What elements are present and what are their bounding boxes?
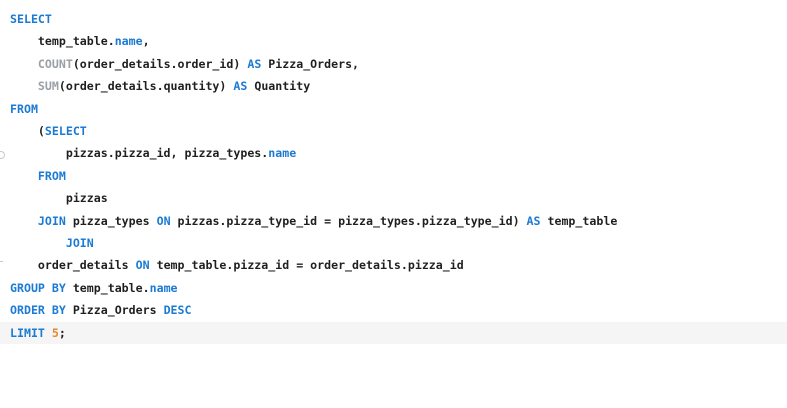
sql-text: pizzas [10, 191, 108, 206]
sql-keyword: name [149, 280, 178, 295]
sql-keyword: AS [526, 213, 541, 228]
code-line: temp_table.name, [10, 30, 150, 52]
code-line: ORDER BY Pizza_Orders DESC [10, 299, 192, 321]
sql-keyword: AS [233, 79, 248, 94]
sql-text [10, 169, 38, 183]
code-line: pizzas.pizza_id, pizza_types.name [10, 142, 296, 164]
sql-text: Pizza_Orders [65, 303, 164, 318]
sql-keyword: DESC [163, 303, 192, 318]
sql-text: ( [10, 124, 45, 138]
sql-keyword: SELECT [44, 124, 87, 138]
sql-keyword: ON [156, 213, 171, 228]
sql-text: temp_table. [10, 34, 115, 49]
sql-text: Pizza_Orders, [261, 56, 360, 71]
sql-keyword: AS [247, 56, 262, 71]
sql-text: temp_table. [65, 280, 150, 295]
code-line: JOIN [10, 232, 94, 254]
sql-number: 5 [51, 325, 59, 340]
sql-keyword: JOIN [65, 236, 94, 250]
sql-text: (order_details.quantity) [58, 79, 234, 94]
sql-keyword: JOIN [37, 213, 66, 228]
sql-text [45, 326, 52, 340]
sql-text: temp_table.pizza_id = order_details.pizz… [149, 258, 464, 273]
sql-text: pizzas.pizza_id, pizza_types. [10, 146, 269, 161]
fold-marker-icon[interactable] [0, 151, 5, 159]
sql-function: SUM [37, 79, 59, 94]
sql-text: ; [58, 325, 66, 340]
code-line: SUM(order_details.quantity) AS Quantity [10, 75, 310, 97]
sql-keyword: FROM [10, 101, 38, 116]
sql-keyword: name [268, 146, 297, 161]
code-line: FROM [10, 98, 38, 120]
code-line: JOIN pizza_types ON pizzas.pizza_type_id… [10, 210, 617, 232]
sql-text: order_details [10, 258, 136, 273]
sql-text: temp_table [540, 213, 618, 228]
sql-keyword: LIMIT [10, 325, 45, 340]
sql-text: (order_details.order_id) [72, 56, 248, 71]
sql-keyword: SELECT [10, 12, 52, 26]
sql-keyword: FROM [37, 168, 66, 183]
sql-text [10, 214, 38, 228]
gutter-tick [0, 261, 3, 262]
code-line: pizzas [10, 187, 108, 209]
code-line: order_details ON temp_table.pizza_id = o… [10, 254, 464, 276]
code-line: SELECT [10, 8, 52, 30]
sql-text: , [142, 34, 150, 49]
sql-text: Quantity [247, 79, 311, 94]
sql-keyword: ORDER BY [10, 303, 66, 318]
code-line: COUNT(order_details.order_id) AS Pizza_O… [10, 53, 359, 75]
sql-text [10, 236, 66, 250]
sql-keyword: ON [135, 258, 150, 273]
sql-text: pizza_types [65, 213, 157, 228]
sql-text [10, 79, 38, 93]
sql-text: pizzas.pizza_type_id = pizza_types.pizza… [170, 213, 527, 228]
sql-function: COUNT [37, 56, 73, 71]
code-line: LIMIT 5; [0, 321, 787, 344]
sql-keyword: GROUP BY [10, 280, 66, 295]
code-line: GROUP BY temp_table.name [10, 277, 178, 299]
sql-text [10, 57, 38, 71]
code-line: (SELECT [10, 120, 87, 142]
code-line: FROM [10, 165, 66, 187]
sql-keyword: name [114, 34, 143, 49]
